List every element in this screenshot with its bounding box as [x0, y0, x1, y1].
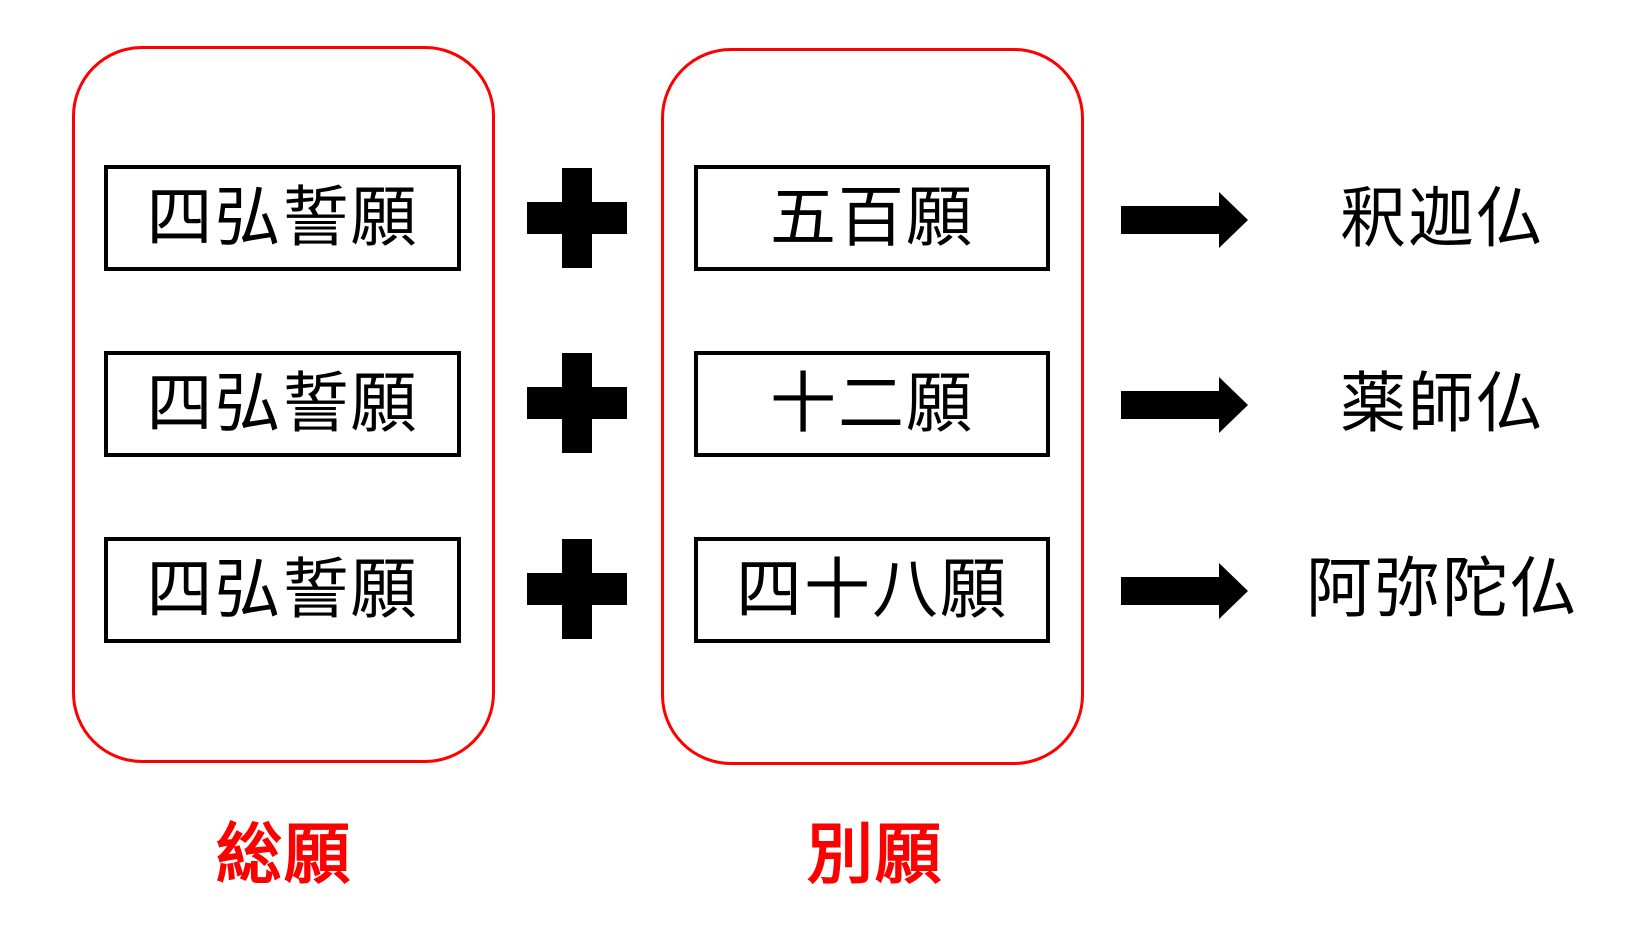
- general-vow-box: 四弘誓願: [104, 537, 461, 643]
- general-vow-label: 四弘誓願: [146, 365, 419, 442]
- general-vows-label: 総願: [216, 816, 352, 893]
- arrow-right-icon: [1121, 192, 1248, 248]
- specific-vow-label: 十二願: [770, 365, 974, 442]
- general-vow-label: 四弘誓願: [146, 551, 419, 628]
- plus-icon: [527, 353, 627, 453]
- arrow-right-icon: [1121, 377, 1248, 433]
- buddha-name: 阿弥陀仏: [1306, 550, 1578, 627]
- general-vows-group: [72, 46, 495, 763]
- specific-vow-label: 四十八願: [736, 551, 1008, 628]
- specific-vow-box: 四十八願: [694, 537, 1050, 643]
- specific-vows-label: 別願: [807, 816, 943, 893]
- general-vow-box: 四弘誓願: [104, 351, 461, 457]
- general-vow-label: 四弘誓願: [146, 179, 419, 256]
- specific-vow-label: 五百願: [770, 179, 974, 256]
- arrow-right-icon: [1121, 563, 1248, 619]
- specific-vow-box: 十二願: [694, 351, 1050, 457]
- buddha-name: 釈迦仏: [1340, 180, 1544, 257]
- specific-vow-box: 五百願: [694, 165, 1050, 271]
- plus-icon: [527, 168, 627, 268]
- plus-icon: [527, 539, 627, 639]
- buddha-name: 薬師仏: [1340, 365, 1544, 442]
- specific-vows-group: [661, 48, 1084, 765]
- general-vow-box: 四弘誓願: [104, 165, 461, 271]
